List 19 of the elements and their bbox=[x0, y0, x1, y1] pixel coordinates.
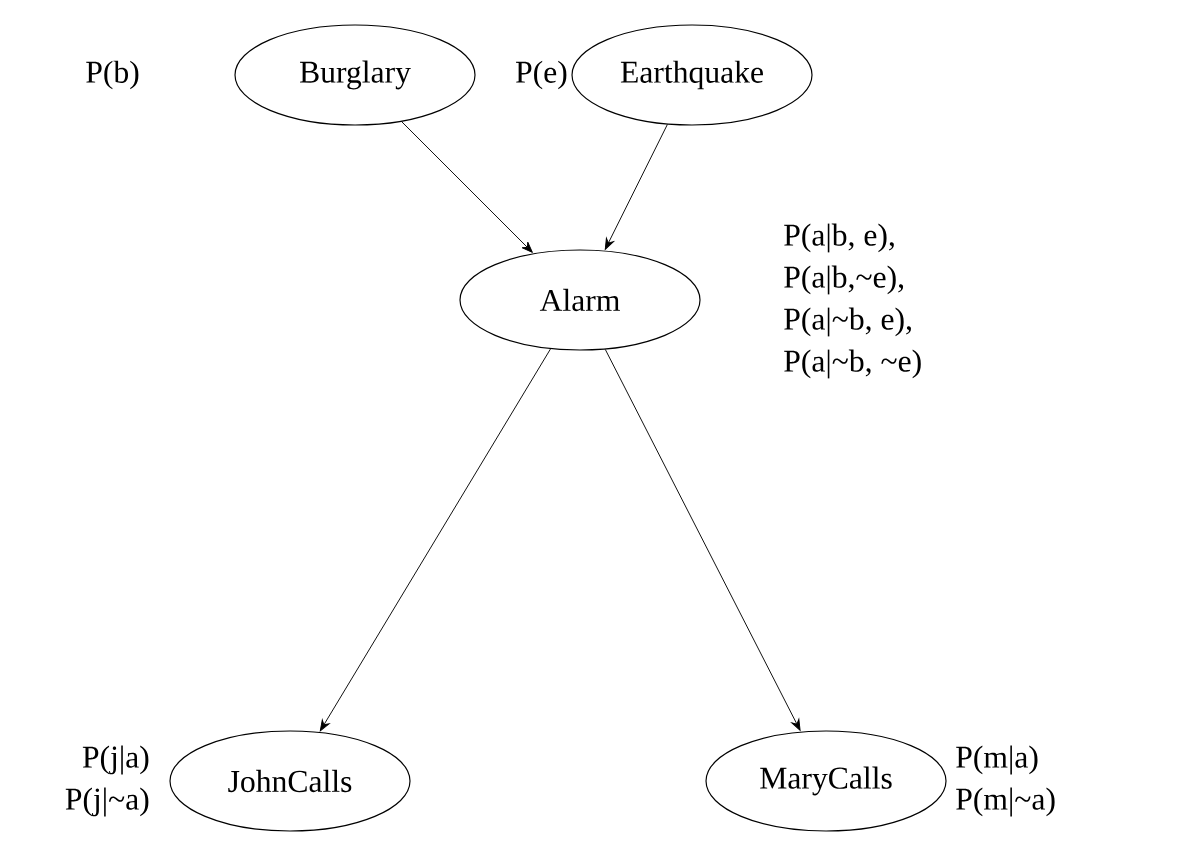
arrow bbox=[319, 348, 551, 732]
ellipse-node: Earthquake bbox=[571, 24, 813, 126]
ellipse-node: MaryCalls bbox=[705, 730, 947, 832]
probability-label: P(a|~b, ~e) bbox=[784, 349, 921, 379]
arrow bbox=[604, 124, 668, 250]
probability-label: P(e) bbox=[516, 60, 567, 90]
ellipse-node: Burglary bbox=[234, 24, 476, 126]
probability-label: P(j|a) bbox=[82, 745, 149, 775]
arrow bbox=[604, 348, 801, 731]
ellipse-node: JohnCalls bbox=[169, 730, 411, 832]
probability-label: P(j|~a) bbox=[65, 787, 149, 817]
probability-label: P(a|b, e), bbox=[784, 223, 894, 253]
probability-label: P(a|b,~e), bbox=[784, 265, 904, 295]
ellipse-node: Alarm bbox=[459, 249, 701, 351]
probability-label: P(a|~b, e), bbox=[784, 307, 911, 337]
arrow bbox=[401, 121, 533, 253]
probability-label: P(m|~a) bbox=[956, 787, 1055, 817]
probability-label: P(m|a) bbox=[956, 745, 1038, 775]
probability-label: P(b) bbox=[86, 60, 139, 90]
